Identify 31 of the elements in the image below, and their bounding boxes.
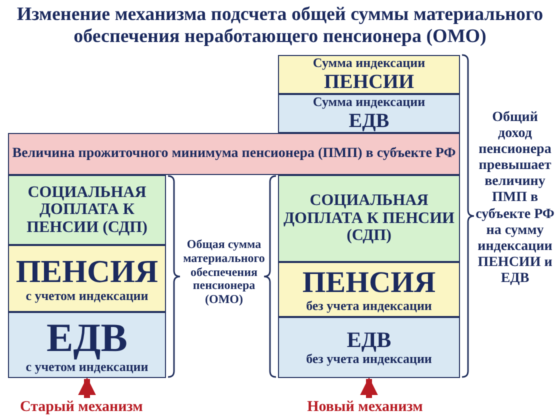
info-box [278, 175, 460, 262]
info-box [8, 312, 166, 378]
box-heading: ПЕНСИЯ [302, 266, 436, 299]
box-heading: Сумма индексации [312, 56, 426, 71]
box-subtext: с учетом индексации [26, 360, 148, 374]
info-box [8, 245, 166, 312]
box-heading: ЕДВ [346, 328, 392, 352]
info-box [278, 94, 460, 133]
box-heading: Сумма индексации [312, 95, 426, 110]
info-box [8, 175, 166, 245]
box-subtext: с учетом индексации [26, 288, 148, 304]
info-box [278, 55, 460, 94]
box-heading: ПЕНСИЯ [16, 254, 158, 289]
box-subtext: ПЕНСИИ [324, 70, 414, 93]
box-subtext: без учета индексации [306, 352, 432, 367]
box-heading: СОЦИАЛЬНАЯ ДОПЛАТА К ПЕНСИИ (СДП) [282, 192, 456, 245]
arrow [78, 377, 96, 398]
box-heading: СОЦИАЛЬНАЯ ДОПЛАТА К ПЕНСИИ (СДП) [26, 184, 148, 236]
box-subtext: ЕДВ [348, 110, 390, 132]
brace-note: Общий доход пенсионера превышает величину ПМП в субъекте РФ на сумму индексации ПЕНСИИ и ЕДВ [474, 110, 556, 288]
info-box [278, 317, 460, 378]
caption-text: Новый механизм [307, 399, 423, 415]
box-subtext: без учета индексации [306, 298, 432, 314]
arrow [360, 377, 378, 398]
caption-text: Старый механизм [20, 399, 143, 415]
box-heading: Величина прожиточного минимума пенсионера (ПМП) в субъекте РФ [12, 146, 456, 162]
brace-note: Общая сумма материального обеспечения пенсионера (ОМО) [182, 238, 266, 307]
box-heading: ЕДВ [46, 316, 128, 360]
title: Изменение механизма подсчета общей суммы материального обеспечения неработающего пенсионера (ОМО) [16, 4, 544, 48]
band [8, 133, 460, 175]
info-box [278, 262, 460, 317]
